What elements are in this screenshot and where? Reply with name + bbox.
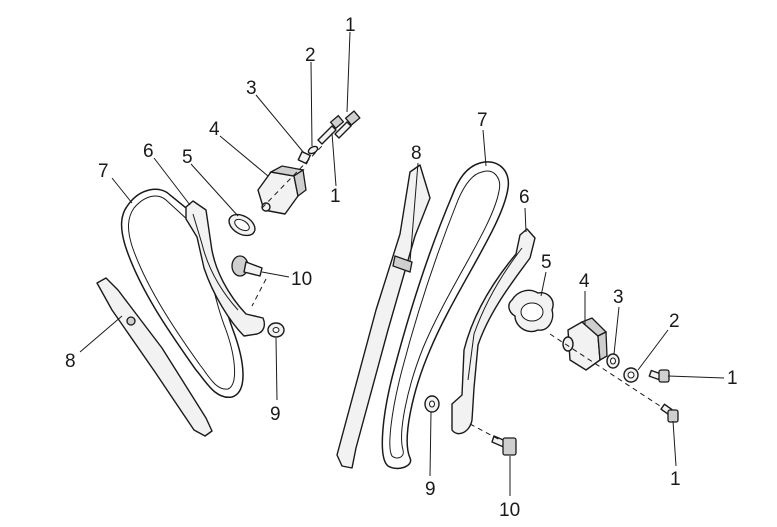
- callout-right-1-top: 1: [727, 368, 738, 389]
- right-assembly: [336, 129, 725, 496]
- left-bolts: [317, 110, 361, 145]
- left-tensioner-body: [257, 165, 307, 215]
- callout-left-3: 3: [246, 78, 257, 99]
- right-timing-chain: [381, 161, 510, 470]
- right-gasket: [508, 289, 554, 333]
- callout-right-10: 10: [499, 500, 520, 521]
- left-tensioner-guide: [185, 200, 266, 337]
- callout-left-1-bottom: 1: [330, 186, 341, 207]
- callout-labels: 1 2 3 4 5 6 7 1 10 8 9 8 7 6 5 4 3 2 1 1…: [65, 15, 738, 521]
- callout-left-10: 10: [291, 269, 312, 290]
- callout-left-6: 6: [143, 141, 154, 162]
- right-chain-guide: [336, 164, 431, 469]
- right-seal-ring: [606, 353, 620, 369]
- right-pivot-bolt: [491, 435, 517, 456]
- left-seal-ring: [297, 150, 311, 165]
- callout-right-8: 8: [411, 143, 422, 164]
- callout-left-1-top: 1: [345, 15, 356, 36]
- callout-right-2: 2: [669, 311, 680, 332]
- right-pivot-washer: [424, 395, 440, 413]
- left-assembly: [79, 31, 361, 437]
- callout-left-7: 7: [98, 161, 109, 182]
- callout-right-4: 4: [579, 271, 590, 292]
- right-bolts: [648, 369, 679, 423]
- callout-left-8: 8: [65, 351, 76, 372]
- callout-right-1-bottom: 1: [670, 469, 681, 490]
- callout-left-2: 2: [305, 45, 316, 66]
- left-pivot-bolt: [231, 255, 263, 277]
- right-tensioner-guide: [451, 228, 536, 435]
- callout-left-9: 9: [270, 404, 281, 425]
- callout-right-7: 7: [477, 110, 488, 131]
- left-washer: [307, 145, 319, 155]
- left-pivot-washer: [267, 322, 285, 338]
- callout-right-5: 5: [541, 252, 552, 273]
- right-washer: [623, 367, 639, 383]
- right-tensioner-body: [562, 317, 608, 371]
- left-chain-guide: [96, 277, 213, 437]
- callout-left-4: 4: [209, 119, 220, 140]
- callout-right-3: 3: [613, 287, 624, 308]
- callout-right-9: 9: [425, 479, 436, 500]
- callout-left-5: 5: [182, 147, 193, 168]
- callout-right-6: 6: [519, 187, 530, 208]
